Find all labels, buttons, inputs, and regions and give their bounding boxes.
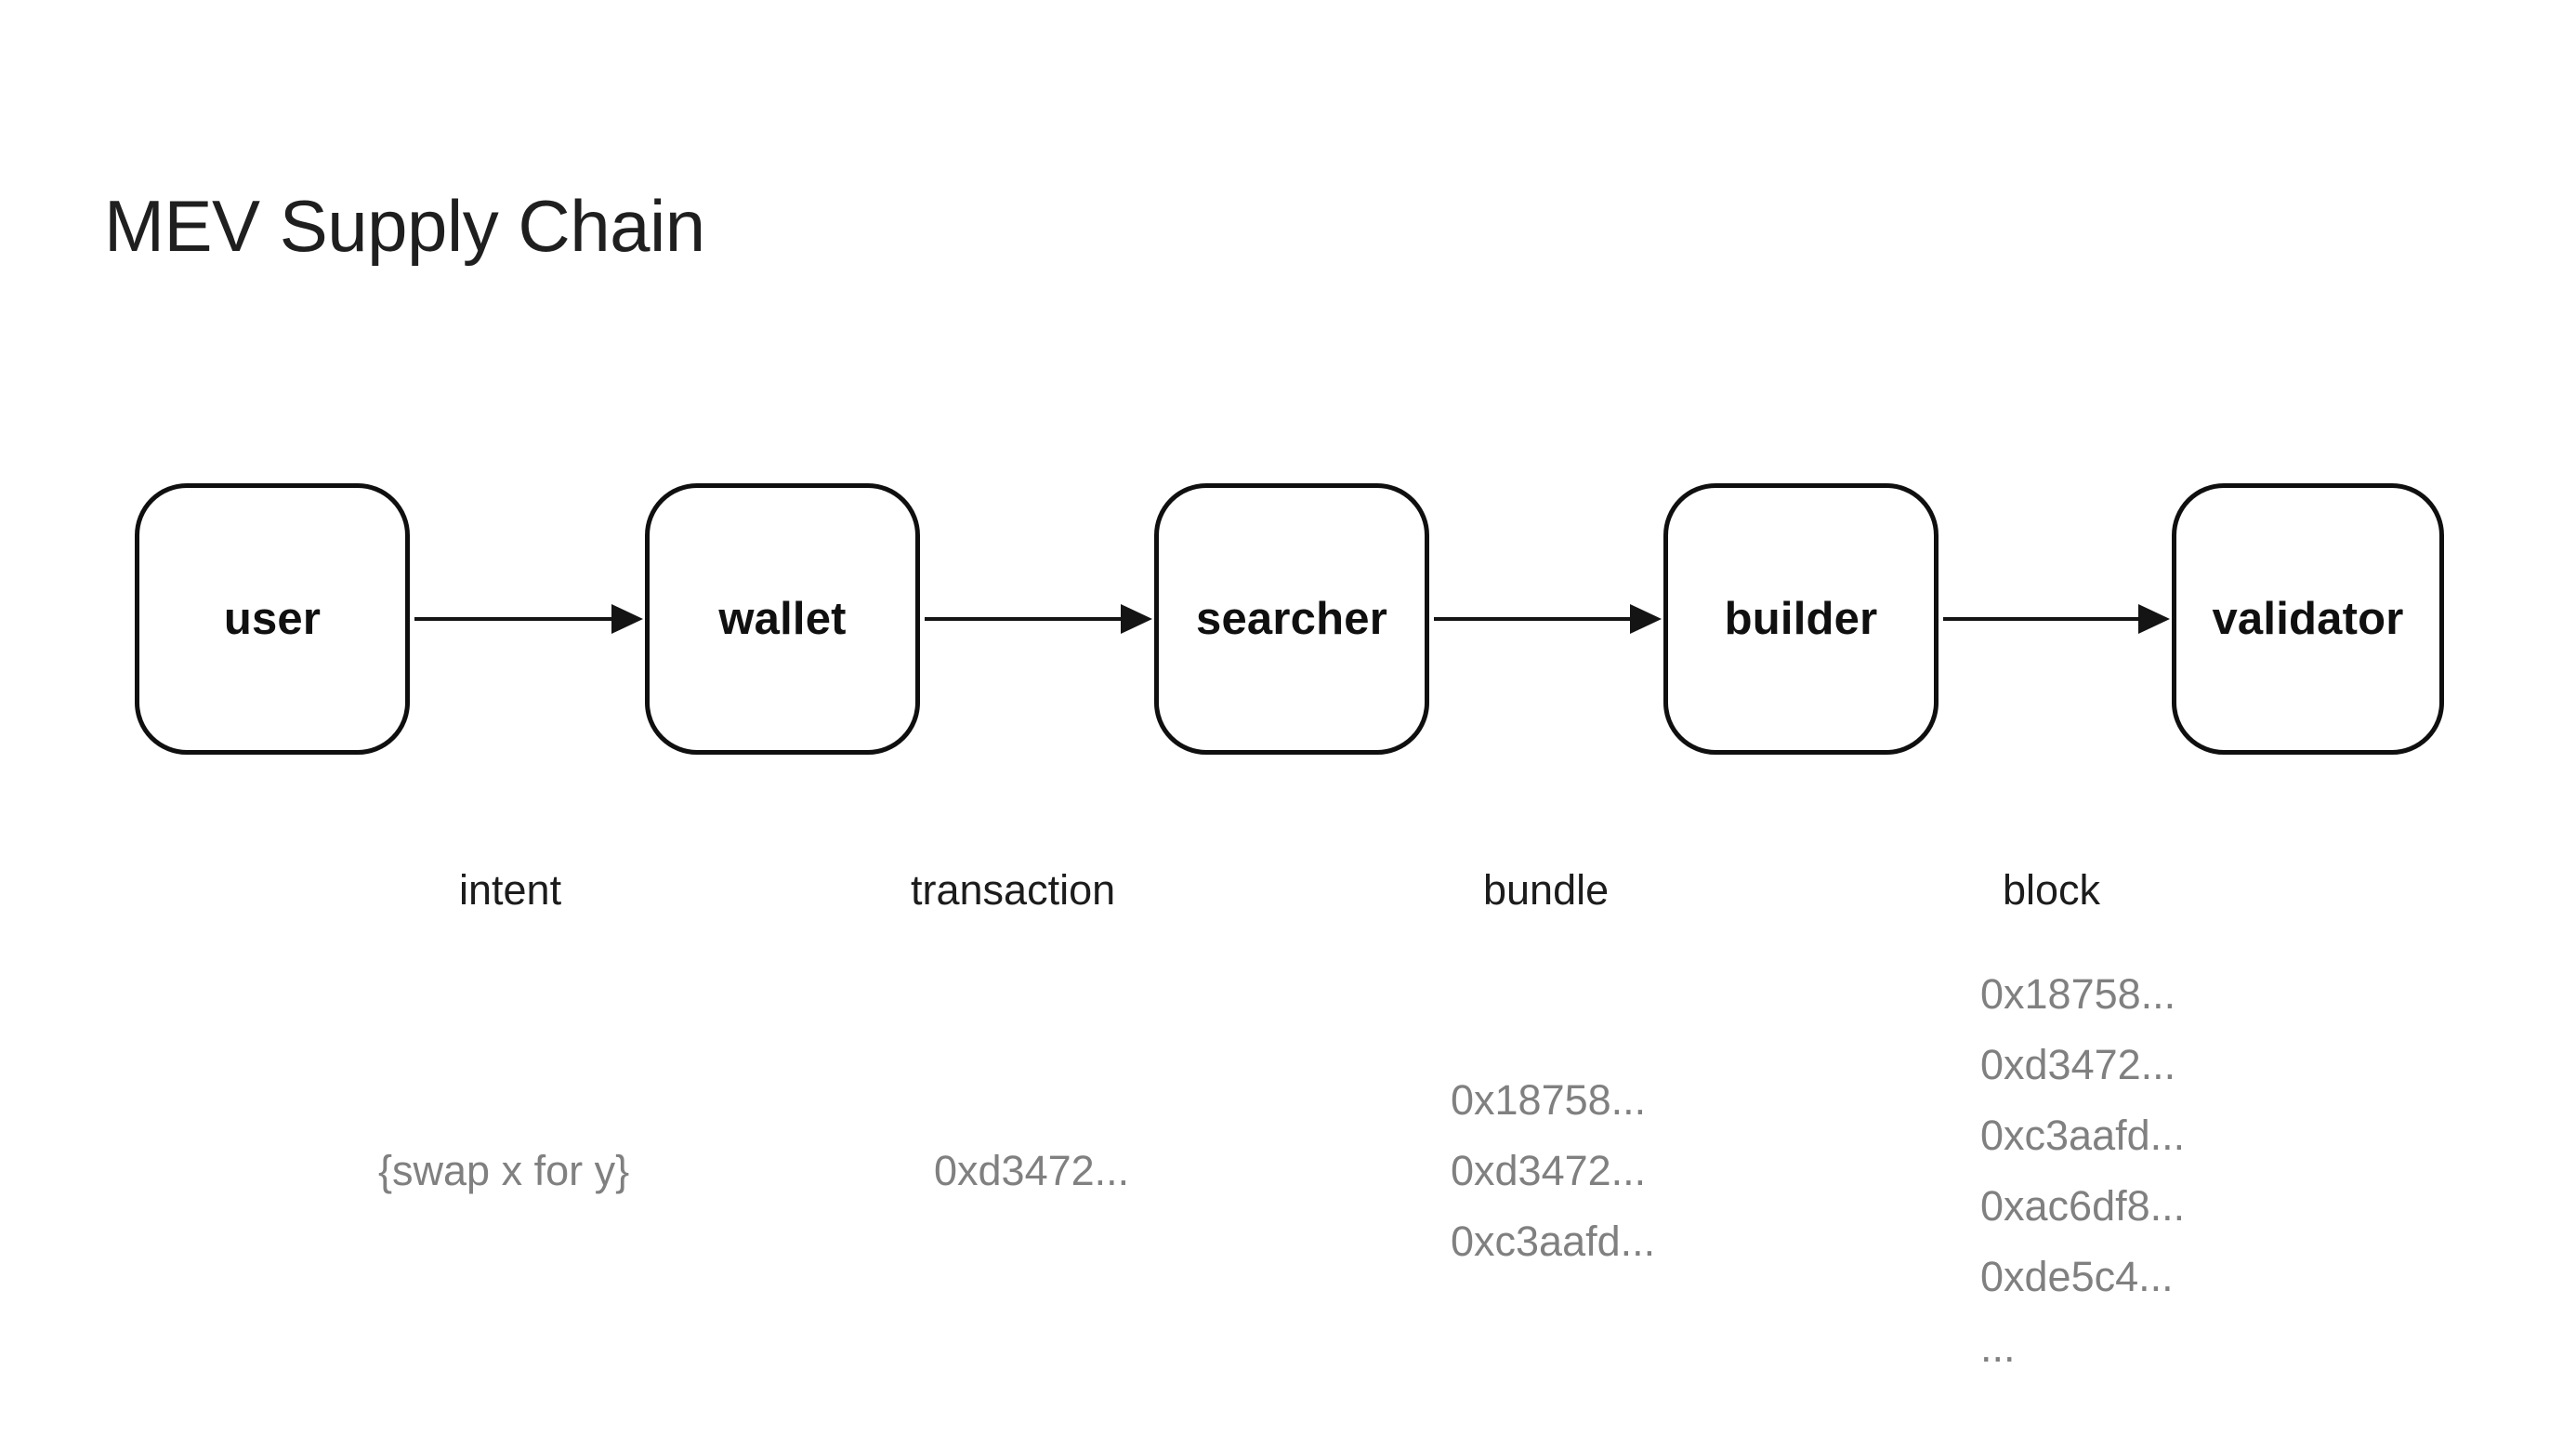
node-builder[interactable]: builder [1663, 483, 1939, 755]
node-searcher[interactable]: searcher [1154, 483, 1429, 755]
edge-label-transaction: transaction [911, 866, 1116, 914]
edge-label-intent: intent [459, 866, 562, 914]
page-title: MEV Supply Chain [104, 185, 705, 268]
payload-line: 0xd3472... [1980, 1041, 2176, 1088]
payload-line: 0xc3aafd... [1980, 1112, 2186, 1159]
node-label-validator: validator [2212, 594, 2404, 644]
node-label-builder: builder [1724, 594, 1878, 644]
payload-transaction: 0xd3472... [934, 1136, 1129, 1206]
arrow-builder-to-validator [1943, 617, 2166, 621]
node-label-user: user [223, 594, 322, 644]
payload-line: 0x18758... [1451, 1076, 1647, 1124]
node-wallet[interactable]: wallet [645, 483, 920, 755]
payload-intent: {swap x for y} [378, 1136, 629, 1206]
payload-line: ... [1980, 1323, 2016, 1371]
node-validator[interactable]: validator [2172, 483, 2444, 755]
payload-line: 0xac6df8... [1980, 1182, 2186, 1230]
edge-label-block: block [2003, 866, 2101, 914]
payload-bundle: 0x18758... 0xd3472... 0xc3aafd... [1451, 1065, 1655, 1277]
payload-line: 0x18758... [1980, 970, 2176, 1018]
payload-block: 0x18758... 0xd3472... 0xc3aafd... 0xac6d… [1980, 959, 2185, 1383]
node-label-wallet: wallet [718, 594, 847, 644]
payload-line: {swap x for y} [378, 1147, 630, 1194]
payload-line: 0xde5c4... [1980, 1253, 2174, 1300]
arrow-user-to-wallet [414, 617, 639, 621]
node-label-searcher: searcher [1196, 594, 1387, 644]
payload-line: 0xc3aafd... [1451, 1218, 1656, 1265]
arrow-searcher-to-builder [1434, 617, 1658, 621]
edge-label-bundle: bundle [1483, 866, 1610, 914]
arrow-wallet-to-searcher [925, 617, 1149, 621]
payload-line: 0xd3472... [934, 1147, 1130, 1194]
payload-line: 0xd3472... [1451, 1147, 1647, 1194]
node-user[interactable]: user [135, 483, 410, 755]
